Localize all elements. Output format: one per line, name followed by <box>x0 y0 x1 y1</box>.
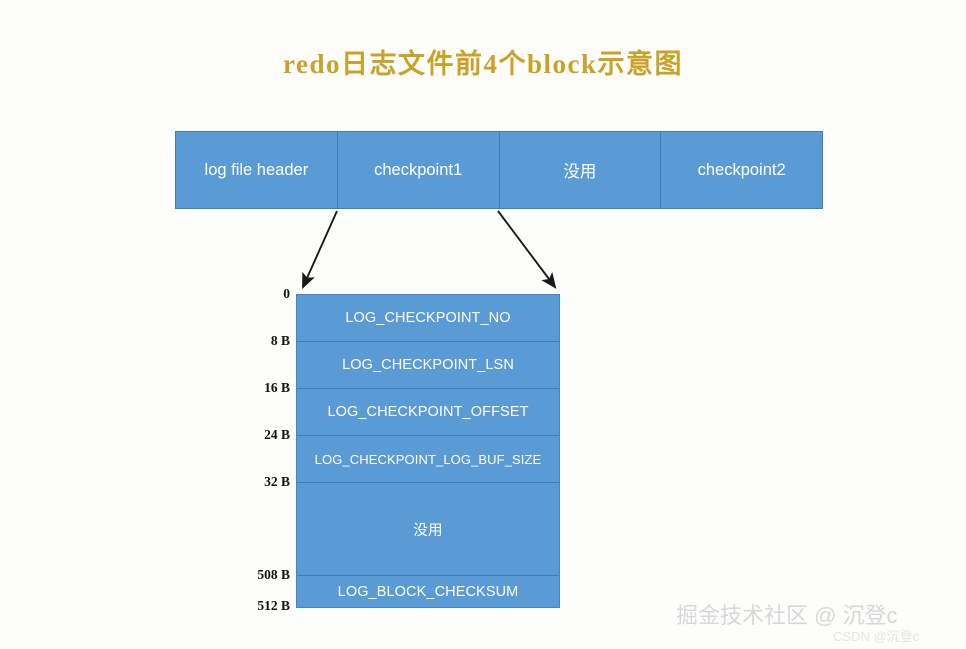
watermark-secondary: CSDN @沉登c <box>833 629 920 644</box>
block-log-file-header[interactable]: log file header <box>176 132 338 208</box>
byte-offset-label: 24 B <box>264 427 290 442</box>
detail-row-label: LOG_CHECKPOINT_LSN <box>342 357 514 373</box>
byte-offset-label: 508 B <box>257 567 290 582</box>
block-unused[interactable]: 没用 <box>499 132 662 208</box>
block-label: 没用 <box>563 163 597 181</box>
detail-row-log-checkpoint-no[interactable]: LOG_CHECKPOINT_NO <box>297 295 559 342</box>
detail-row-log-checkpoint-offset[interactable]: LOG_CHECKPOINT_OFFSET <box>297 389 559 436</box>
detail-row-label: 没用 <box>413 522 443 539</box>
byte-offset-label: 16 B <box>264 380 290 395</box>
checkpoint-block-detail-table: LOG_CHECKPOINT_NO LOG_CHECKPOINT_LSN LOG… <box>296 294 560 608</box>
byte-offset-label: 32 B <box>264 474 290 489</box>
block-checkpoint1[interactable]: checkpoint1 <box>337 132 500 208</box>
detail-row-unused[interactable]: 没用 <box>297 483 559 576</box>
detail-row-label: LOG_CHECKPOINT_NO <box>345 310 511 326</box>
byte-offset-ruler: 0 8 B 16 B 24 B 32 B 508 B 512 B <box>196 286 290 613</box>
arrow-left-icon <box>302 210 338 290</box>
block-checkpoint2[interactable]: checkpoint2 <box>661 132 822 208</box>
arrow-right-icon <box>497 210 557 289</box>
detail-row-log-checkpoint-lsn[interactable]: LOG_CHECKPOINT_LSN <box>297 342 559 389</box>
detail-row-label: LOG_CHECKPOINT_LOG_BUF_SIZE <box>314 451 542 467</box>
byte-offset-label: 8 B <box>270 333 290 348</box>
detail-row-log-checkpoint-log-buf-size[interactable]: LOG_CHECKPOINT_LOG_BUF_SIZE <box>297 436 559 483</box>
block-label: log file header <box>204 160 309 179</box>
detail-row-label: LOG_CHECKPOINT_OFFSET <box>327 404 529 420</box>
detail-row-log-block-checksum[interactable]: LOG_BLOCK_CHECKSUM <box>297 576 559 607</box>
redo-log-block-row: log file header checkpoint1 没用 checkpoin… <box>175 131 823 209</box>
byte-offset-label: 0 <box>283 286 290 301</box>
block-label: checkpoint2 <box>697 160 786 179</box>
detail-row-label: LOG_BLOCK_CHECKSUM <box>337 583 519 600</box>
block-label: checkpoint1 <box>374 160 463 179</box>
byte-offset-label: 512 B <box>257 598 290 613</box>
watermark-primary: 掘金技术社区 @ 沉登c <box>676 603 898 628</box>
page-title: redo日志文件前4个block示意图 <box>282 49 683 79</box>
